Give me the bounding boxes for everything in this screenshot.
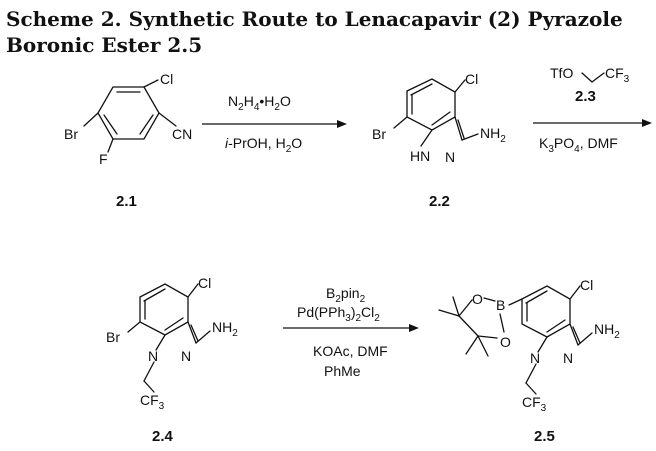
pyrazole-double-bond (190, 324, 199, 342)
atom-cf3: CF3 (140, 392, 165, 412)
ring-double-bond (546, 319, 566, 333)
compound-2-4: Cl Br N N NH2 CF3 2.4 (106, 275, 238, 445)
ring-double-bond (525, 290, 548, 304)
ring-double-bond (103, 114, 118, 135)
bond-o1-c (458, 299, 473, 317)
bond-to-nh2 (577, 332, 593, 346)
bond-to-br (127, 321, 141, 333)
atom-b: B (496, 297, 505, 313)
bond-c-b (508, 298, 523, 306)
pyrazole-bond (420, 129, 433, 147)
compound-label-2-2: 2.2 (429, 193, 450, 210)
atom-nh2: NH2 (212, 319, 238, 339)
pyrazole-bond (187, 321, 197, 344)
compound-label-2-4: 2.4 (152, 428, 174, 445)
atom-n1: N (148, 348, 158, 364)
bond-ch2-cf3 (525, 382, 537, 395)
bond-c-c (458, 315, 479, 337)
compound-2-5: Cl O B O N N NH2 CF3 2.5 (438, 277, 620, 445)
bond-to-br (83, 112, 99, 127)
reaction-arrow-3 (283, 324, 419, 332)
atom-nh2: NH2 (594, 321, 620, 341)
condition-koac-dmf: KOAc, DMF (313, 343, 388, 359)
atom-cf3: CF3 (522, 394, 547, 414)
scheme-title-line-1: Scheme 2. Synthetic Route to Lenacapavir… (6, 7, 623, 31)
pyrazole-bond (454, 116, 463, 141)
bond-to-cn (158, 112, 177, 127)
compound-label-2-5: 2.5 (534, 428, 555, 445)
atom-f: F (99, 151, 108, 167)
atom-cl: Cl (198, 275, 211, 291)
methyl-bond (465, 335, 479, 355)
methyl-bond (477, 335, 489, 357)
atom-cn: CN (172, 126, 192, 142)
atom-cl: Cl (465, 71, 478, 87)
bond-to-cl (454, 79, 466, 93)
bond-to-br (393, 116, 408, 129)
atom-br: Br (64, 126, 78, 142)
reagent-label-2-3: 2.3 (575, 88, 596, 105)
reaction-arrow-2 (533, 119, 652, 127)
ring-double-bond (410, 83, 433, 96)
atom-nh2: NH2 (480, 125, 506, 145)
bond-b-o1 (483, 297, 496, 302)
atom-o1: O (472, 291, 483, 307)
bond-to-nh2 (195, 330, 211, 344)
pyrazole-double-bond (457, 119, 465, 139)
compound-2-2: Cl Br HN N NH2 2.2 (372, 71, 506, 210)
reagent-bond (591, 72, 605, 83)
atom-cl: Cl (580, 277, 593, 293)
methyl-bond (452, 296, 460, 317)
compound-2-1: Cl CN Br F 2.1 (64, 71, 192, 210)
bond-to-nh2 (461, 133, 479, 141)
reagent-cf3: CF3 (605, 65, 630, 85)
atom-n2: N (181, 348, 191, 364)
benzene-ring-2-4 (139, 283, 189, 336)
bond-o2-c (477, 335, 498, 339)
bond-to-cl (187, 283, 199, 298)
atom-hn: HN (410, 148, 430, 164)
bond-to-cl (569, 285, 581, 300)
atom-n1: N (530, 350, 540, 366)
condition-base-solvent: K3PO4, DMF (539, 135, 618, 155)
reagent-2-3: TfO CF3 2.3 (550, 65, 630, 105)
ring-double-bond (431, 111, 451, 126)
ring-double-bond (139, 114, 154, 135)
bond-n-ch2 (143, 361, 155, 382)
condition-solvent: i-PrOH, H2O (225, 135, 302, 155)
pyrazole-double-bond (572, 326, 581, 344)
bond-to-f (107, 138, 114, 153)
bond-to-cl (143, 79, 159, 88)
condition-phme: PhMe (324, 363, 361, 379)
atom-n: N (445, 149, 455, 165)
condition-b2pin2: B2pin2 (326, 285, 366, 305)
atom-o2: O (500, 334, 511, 350)
pyrazole-bond (569, 323, 579, 346)
reagent-tfo: TfO (550, 65, 573, 81)
reaction-arrow-1 (202, 120, 347, 128)
benzene-ring-2-5 (521, 285, 571, 338)
bond-n-ch2 (525, 363, 537, 384)
benzene-ring-2-2 (406, 78, 456, 131)
condition-hydrazine: N2H4•H2O (228, 93, 291, 113)
benzene-ring-2-1 (97, 86, 160, 140)
reagent-bond (581, 72, 593, 83)
condition-catalyst: Pd(PPh3)2Cl2 (297, 304, 380, 324)
bond-b-o2 (499, 313, 505, 333)
ring-double-bond (143, 288, 166, 302)
ring-double-bond (164, 317, 184, 331)
bond-ch2-cf3 (143, 380, 155, 393)
scheme-title-line-2: Boronic Ester 2.5 (6, 33, 202, 57)
methyl-bond (438, 309, 460, 317)
pyrazole-bond (537, 336, 548, 353)
atom-br: Br (372, 126, 386, 142)
atom-cl: Cl (160, 71, 173, 87)
atom-br: Br (106, 329, 120, 345)
compound-label-2-1: 2.1 (116, 193, 137, 210)
atom-n2: N (563, 350, 573, 366)
pyrazole-bond (155, 334, 166, 351)
